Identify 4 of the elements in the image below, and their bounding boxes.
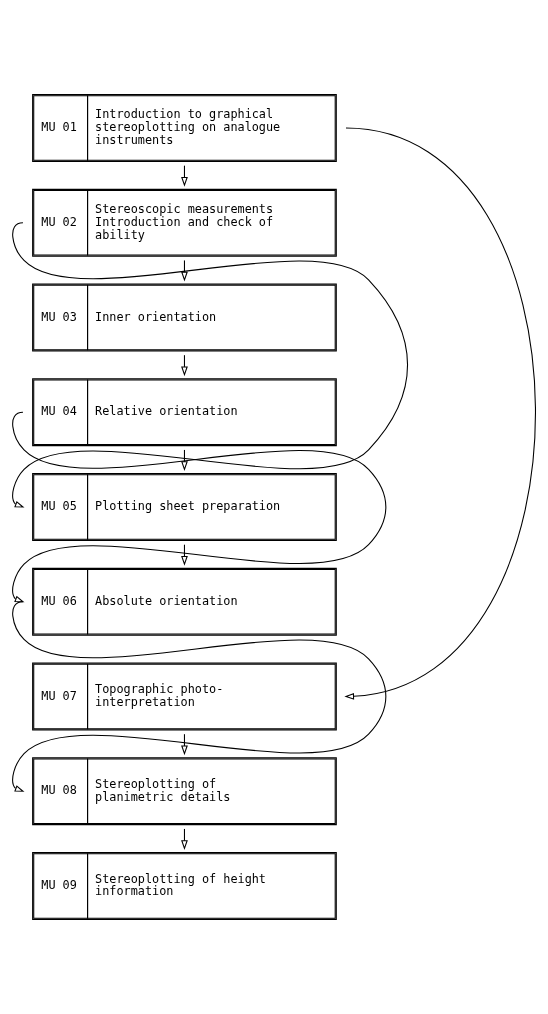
arrow bbox=[12, 411, 387, 603]
arrow bbox=[12, 601, 387, 792]
arrow bbox=[344, 127, 536, 700]
arrow bbox=[12, 222, 409, 508]
